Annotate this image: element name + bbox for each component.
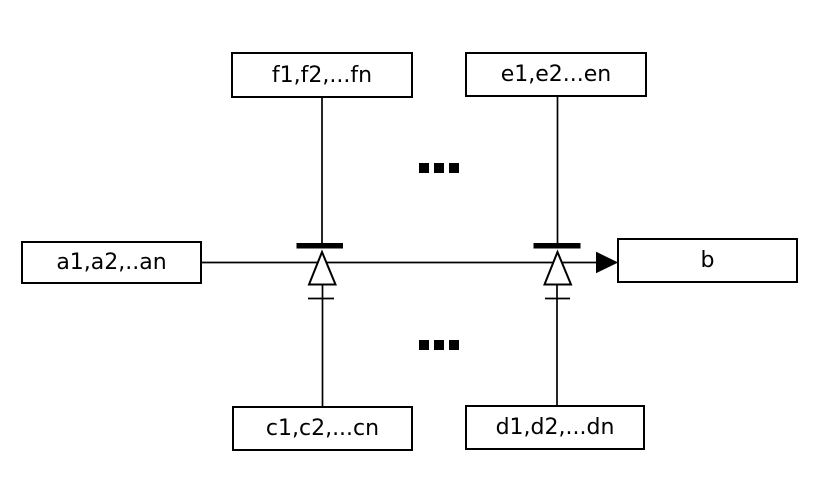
open-triangle-left-icon (307, 249, 337, 286)
ellipsis-dot (449, 340, 459, 350)
inhibitor-bar-left-icon (296, 243, 343, 249)
node-f: f1,f2,...fn (231, 52, 413, 98)
node-b: b (617, 238, 798, 283)
node-e-label: e1,e2...en (500, 62, 612, 87)
ellipsis-top (419, 163, 459, 173)
ellipsis-dot (434, 163, 444, 173)
node-a-label: a1,a2,..an (56, 250, 167, 275)
node-b-label: b (700, 248, 715, 273)
ellipsis-dot (434, 340, 444, 350)
node-e: e1,e2...en (465, 52, 647, 97)
ellipsis-dot (449, 163, 459, 173)
node-c: c1,c2,...cn (232, 406, 413, 451)
node-c-label: c1,c2,...cn (265, 416, 380, 441)
arrowhead-icon (596, 251, 619, 274)
node-a: a1,a2,..an (21, 241, 202, 284)
ellipsis-bottom (419, 340, 459, 350)
open-triangle-right-icon (543, 249, 573, 286)
node-d: d1,d2,...dn (465, 405, 645, 450)
inhibitor-bar-right-icon (533, 243, 581, 249)
node-d-label: d1,d2,...dn (495, 415, 615, 440)
node-f-label: f1,f2,...fn (271, 62, 373, 88)
ellipsis-dot (419, 163, 429, 173)
ellipsis-dot (419, 340, 429, 350)
